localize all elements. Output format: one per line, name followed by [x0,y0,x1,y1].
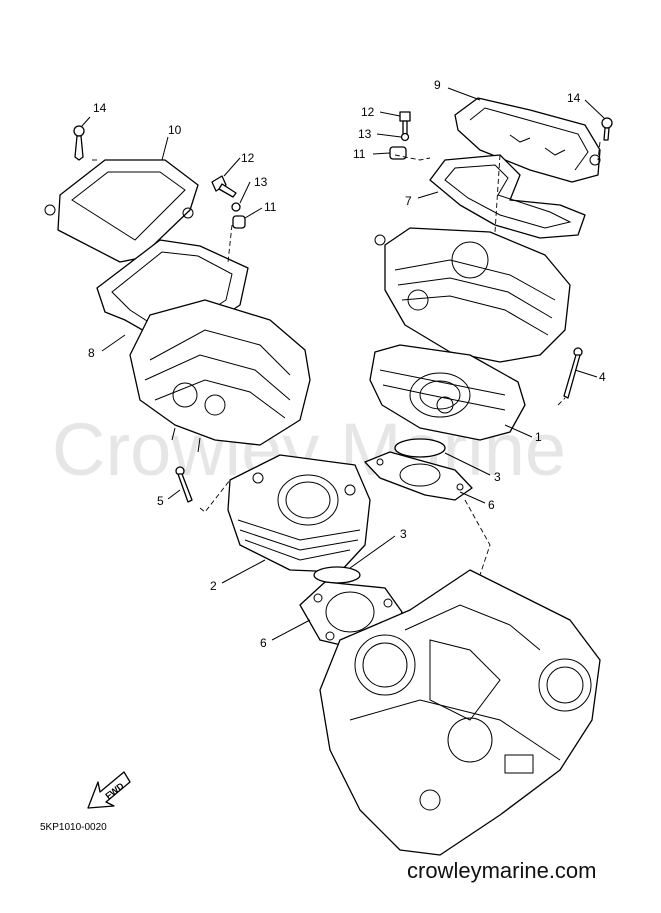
stud-bolt-4 [563,347,583,399]
crankcase [319,569,601,856]
bolt-12-right [399,111,411,135]
callout-11-right: 11 [353,147,366,161]
head-cover-right [454,97,601,183]
cylinder-left [227,454,371,573]
cylinder-right [369,344,526,441]
callout-2: 2 [210,579,217,593]
callout-7: 7 [405,194,412,208]
website-link[interactable]: crowleymarine.com [407,858,597,883]
grommet-11-left [232,215,246,229]
callout-9: 9 [434,78,441,92]
callout-12-right: 12 [361,105,375,119]
callout-4: 4 [599,370,606,384]
fwd-arrow-icon: FWD [87,771,131,809]
callout-10: 10 [168,123,182,137]
callout-3-right: 3 [494,470,501,484]
bolt-12-left [211,175,237,198]
bolt-14-right [601,117,613,141]
o-ring-3-left [313,566,361,584]
callout-1: 1 [535,430,542,444]
callout-labels: 14 10 12 13 11 8 5 2 6 3 9 14 12 13 11 7… [88,78,606,650]
cylinder-head-left [129,299,311,453]
stud-bolt-5 [175,466,193,503]
callout-8: 8 [88,346,95,360]
callout-14-left: 14 [93,101,107,115]
cylinder-head-right [374,227,571,363]
callout-6-right: 6 [488,498,495,512]
grommet-11-right [389,146,407,160]
callout-14-right: 14 [567,91,581,105]
callout-12-left: 12 [241,151,255,165]
leader-lines [81,87,605,641]
washer-13-right [400,132,410,142]
callout-3-left: 3 [400,527,407,541]
o-ring-3-right [394,438,446,458]
diagram-code: 5KP1010-0020 [40,822,107,833]
callout-13-left: 13 [254,175,268,189]
head-cover-gasket-right [429,154,586,239]
bolt-14-left [73,125,85,161]
callout-13-right: 13 [358,127,372,141]
callout-5: 5 [157,494,164,508]
alignment-lines [92,141,601,576]
washer-13-left [231,202,241,212]
callout-11-left: 11 [264,200,277,214]
callout-6-left: 6 [260,636,267,650]
